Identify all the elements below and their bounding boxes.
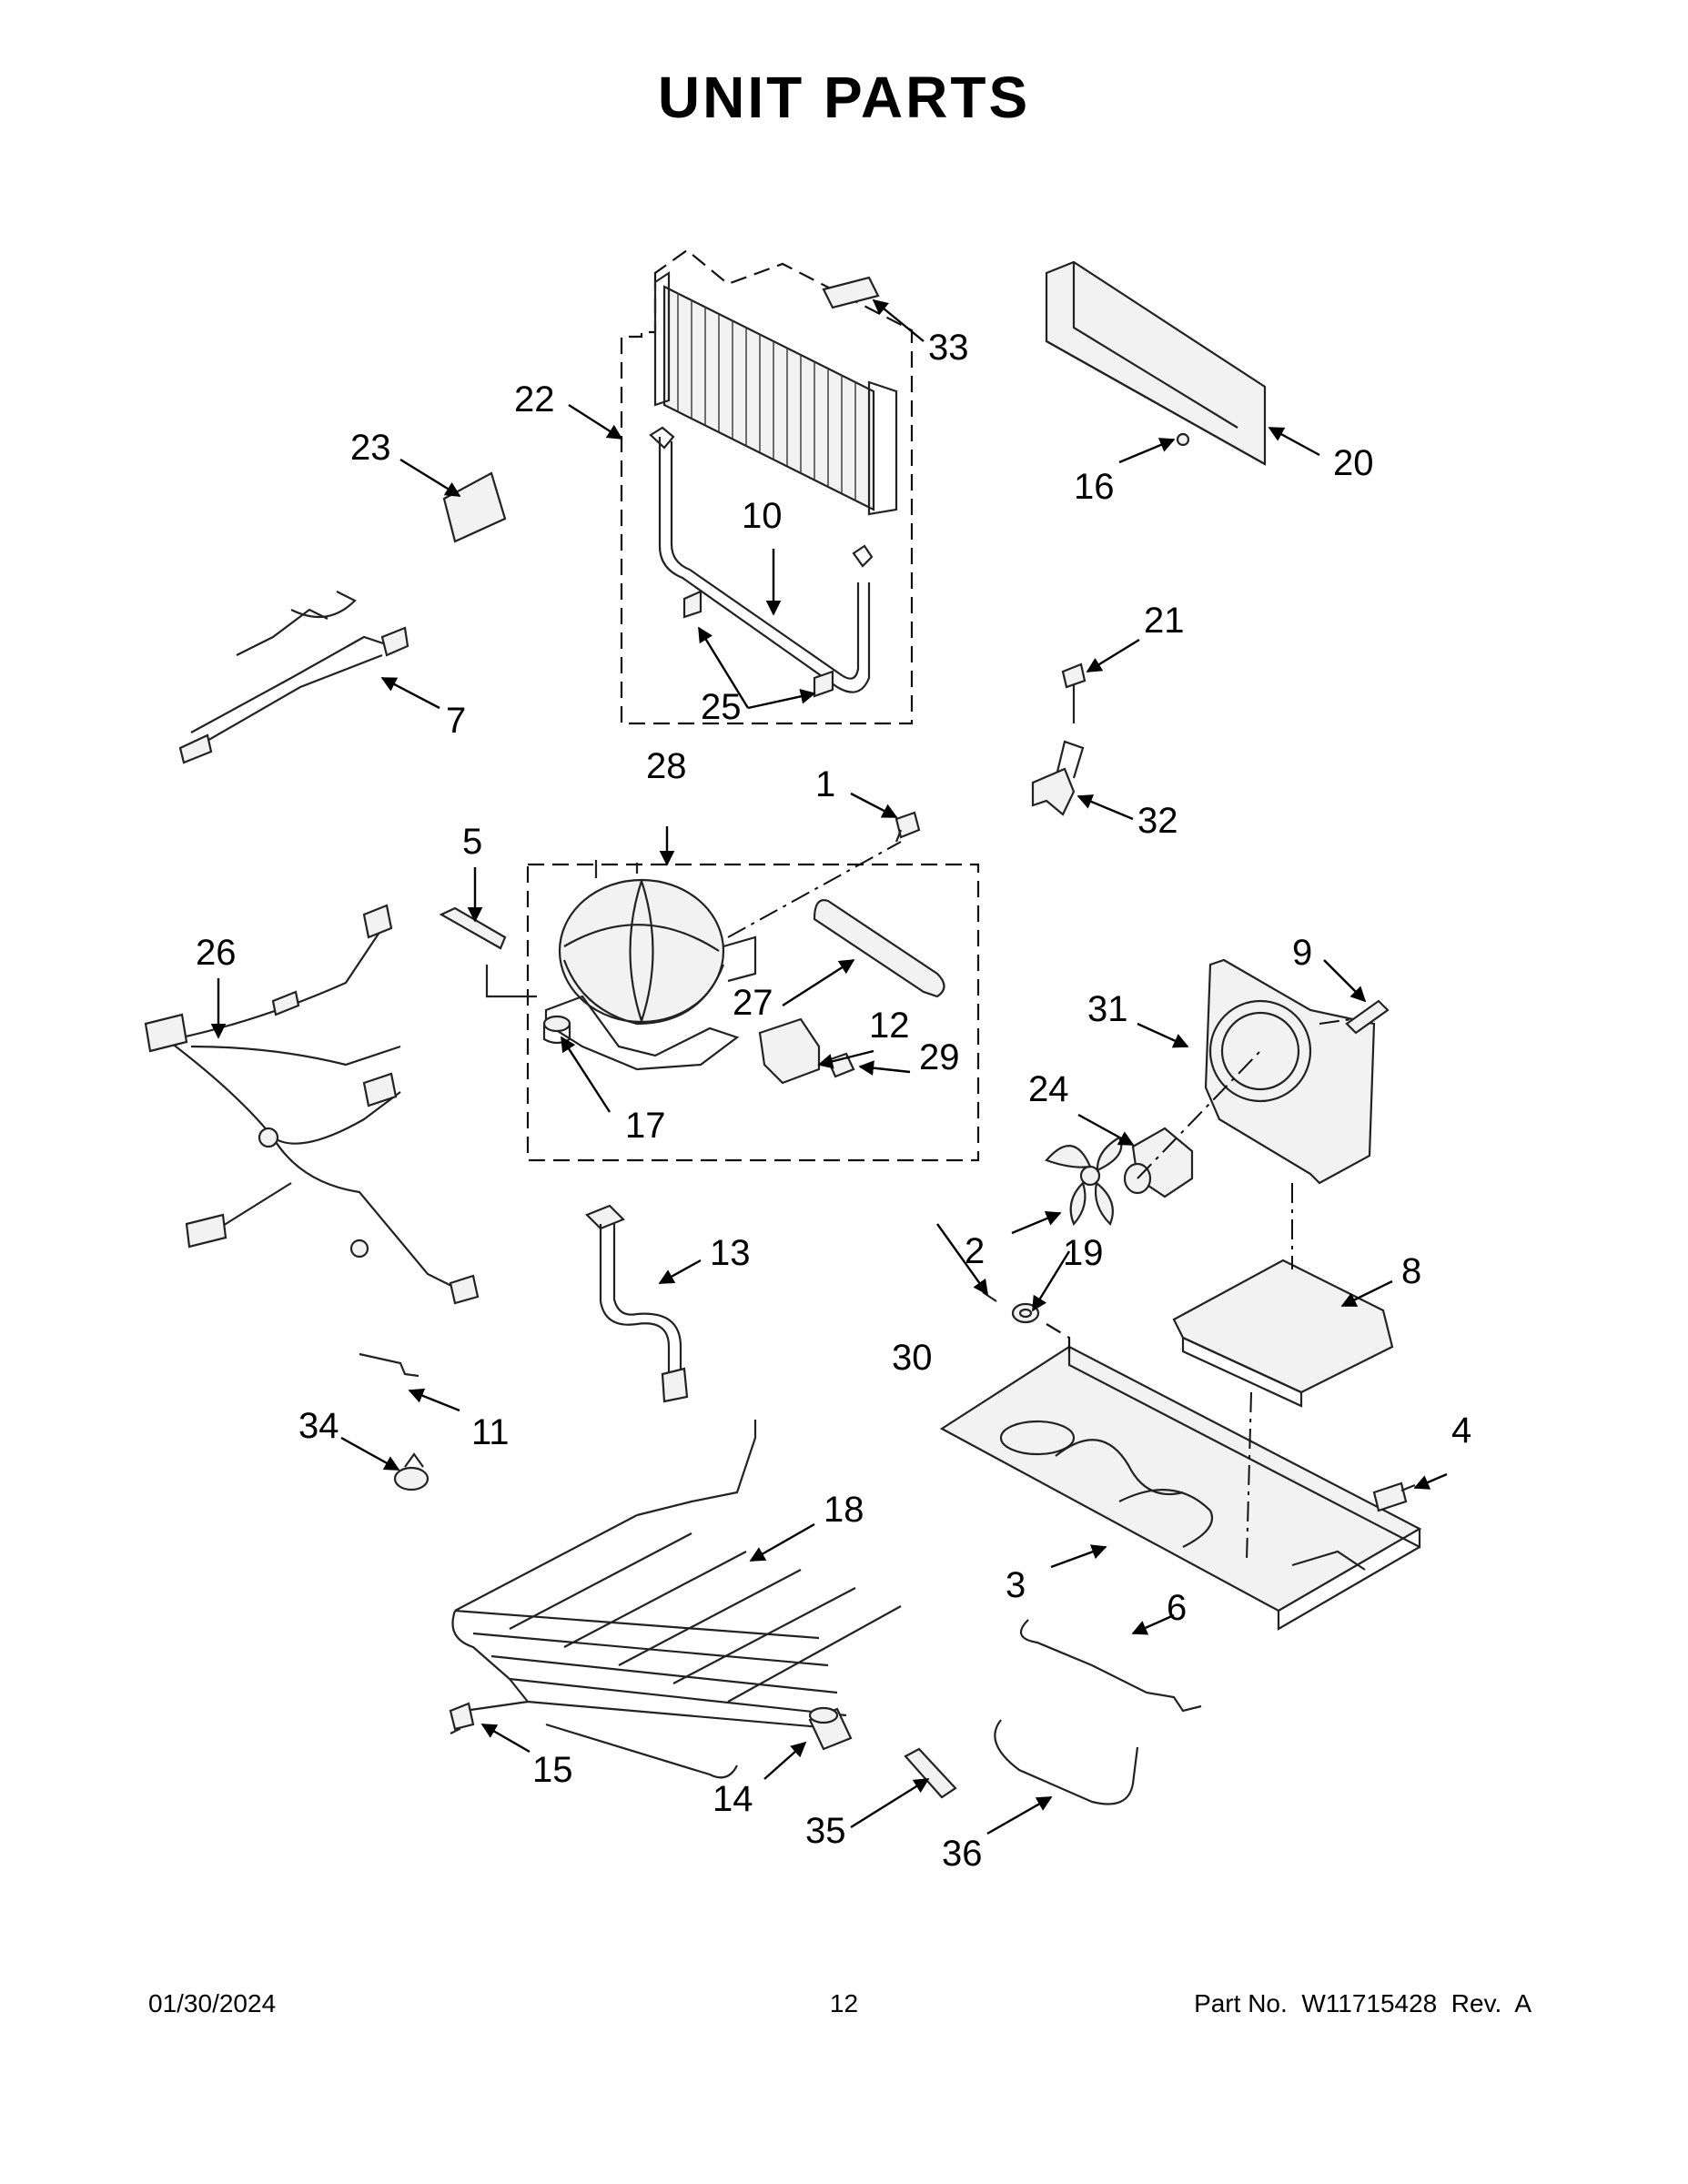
fan-bracket [1172,1259,1394,1408]
callout-25: 25 [701,687,742,727]
callout-7: 7 [446,701,466,741]
leader-lines [210,298,1448,1835]
callout-11: 11 [471,1412,510,1452]
callout-2: 2 [965,1231,985,1271]
callout-29: 29 [919,1037,960,1077]
callout-33: 33 [928,328,969,368]
start-relay [758,1017,821,1085]
condenser-cover [1045,260,1267,466]
callout-22: 22 [514,379,555,420]
wiring-harness-upper [178,591,409,764]
screw-21 [1061,662,1087,723]
grommet-19 [1011,1302,1040,1324]
compressor [544,860,757,1071]
callout-24: 24 [1028,1069,1069,1109]
callout-4: 4 [1451,1410,1471,1451]
tube-6 [1019,1619,1202,1713]
overload-cap [826,1052,855,1078]
callout-23: 23 [350,428,391,468]
condenser-assembly [620,248,914,725]
callout-6: 6 [1167,1588,1187,1628]
callout-28: 28 [646,746,687,786]
bracket-5 [439,906,507,950]
defrost-thermostat [393,1452,430,1491]
callout-31: 31 [1087,989,1128,1029]
callout-34: 34 [298,1406,339,1446]
callout-36: 36 [942,1834,983,1874]
fan-shroud [1204,958,1376,1185]
callout-1: 1 [815,764,835,804]
callout-27: 27 [733,983,773,1023]
compressor-group-outline [526,863,980,1162]
callout-9: 9 [1292,933,1312,973]
callout-3: 3 [1006,1565,1026,1605]
callout-13: 13 [710,1233,751,1273]
callout-26: 26 [196,933,237,973]
bolt-4 [1372,1481,1416,1512]
base-pan [939,1345,1422,1631]
evaporator-clip [449,1702,475,1731]
callout-19: 19 [1063,1233,1104,1273]
callout-20: 20 [1333,443,1374,483]
screw-9 [1345,999,1390,1035]
cover-screw [1176,432,1190,447]
tube-36 [994,1719,1139,1805]
footer-page-number: 12 [829,1989,859,2017]
callout-18: 18 [824,1490,864,1530]
control-board [442,471,507,543]
callout-5: 5 [462,822,482,862]
footer-part-number: Part No. W11715428 Rev. A [1194,1989,1531,2017]
drain-tube [585,1204,689,1403]
callout-32: 32 [1137,801,1178,841]
fan-blade [1045,1136,1123,1227]
callout-17: 17 [625,1106,666,1146]
evaporator-coil [450,1420,902,1779]
clip-11 [359,1352,419,1378]
compressor-grommet [542,1015,571,1045]
pin-30 [982,1291,997,1302]
page-title: UNIT PARTS [657,65,1031,130]
drier [813,899,945,998]
callout-numbers: 1 2 3 4 5 6 7 8 9 10 11 12 13 14 15 16 1… [196,328,1471,1874]
bracket-32 [1031,740,1085,816]
callout-12: 12 [869,1006,910,1046]
condenser-pad [822,276,880,309]
callout-21: 21 [1144,601,1185,641]
condenser-coil [653,270,898,516]
callout-14: 14 [713,1779,753,1819]
fan-motor [1123,1127,1194,1198]
footer-date: 01/30/2024 [148,1989,277,2017]
callout-10: 10 [742,496,783,536]
callout-16: 16 [1074,467,1115,507]
callout-15: 15 [532,1750,573,1790]
callout-30: 30 [892,1338,933,1378]
wiring-harness-lower [144,904,480,1305]
sleeve-35 [904,1747,957,1799]
bolt-1 [895,811,921,843]
callout-8: 8 [1401,1251,1421,1291]
sleeve-14 [808,1706,853,1751]
callout-35: 35 [805,1811,846,1851]
